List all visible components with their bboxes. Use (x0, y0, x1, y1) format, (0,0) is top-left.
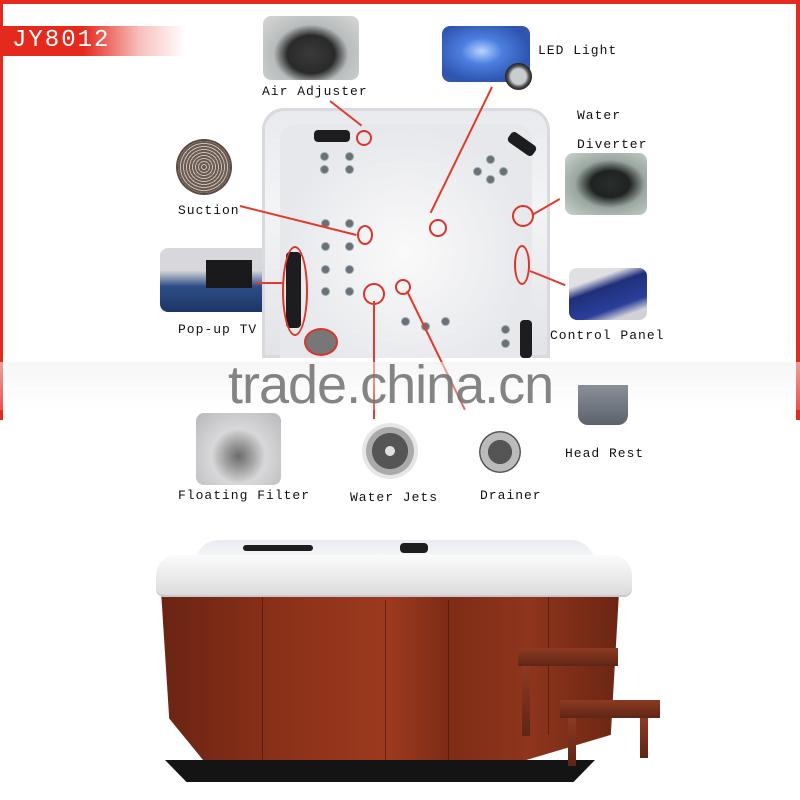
air-adjuster-label: Air Adjuster (262, 84, 368, 99)
jet-dot (346, 166, 353, 173)
led-light-label: LED Light (538, 43, 618, 58)
suction-image (178, 141, 230, 193)
drainer-image (479, 431, 521, 473)
water-jets-image (362, 423, 418, 479)
jet-dot (346, 243, 353, 250)
jet-dot (321, 166, 328, 173)
pillow-icon (314, 130, 350, 142)
control-panel-image (569, 268, 647, 320)
cabinet-seam (385, 600, 386, 775)
jet-dot (346, 153, 353, 160)
highlight-suction (357, 225, 373, 245)
tub-cabinet (160, 575, 620, 780)
arrow-pop-up-tv (255, 282, 283, 284)
floating-filter-image (196, 413, 281, 485)
tub-base (165, 760, 595, 782)
tub-pillow (400, 543, 428, 553)
spa-top-view (262, 108, 550, 358)
right-border (796, 0, 800, 420)
jet-dot (500, 168, 507, 175)
cabinet-seam (448, 600, 449, 770)
pop-up-tv-image (160, 248, 270, 312)
jet-dot (321, 153, 328, 160)
suction-label: Suction (178, 203, 240, 218)
tub-rim (156, 555, 632, 595)
air-adjuster-image (263, 16, 359, 80)
pillow-icon (520, 320, 532, 358)
left-border (0, 0, 3, 420)
water-diverter-image (565, 153, 647, 215)
jet-dot (322, 266, 329, 273)
step-upper (518, 648, 618, 666)
tub-pillow (243, 545, 313, 551)
water-diverter-label-line2: Diverter (577, 137, 648, 152)
jet-dot (322, 220, 329, 227)
highlight-air-adjuster (356, 130, 372, 146)
watermark-band (0, 362, 800, 410)
step-lower (560, 700, 660, 718)
highlight-led (429, 219, 447, 237)
cabinet-seam (262, 595, 263, 765)
drainer-label: Drainer (480, 488, 542, 503)
control-panel-label: Control Panel (550, 328, 665, 343)
highlight-control-panel (514, 245, 530, 285)
pop-up-tv-label: Pop-up TV (178, 322, 258, 337)
head-rest-label: Head Rest (565, 446, 645, 461)
jet-dot (346, 266, 353, 273)
highlight-tv (282, 246, 308, 336)
top-border (0, 0, 800, 4)
jet-dot (402, 318, 409, 325)
step-upper-leg (522, 666, 530, 736)
jet-dot (322, 288, 329, 295)
jet-dot (346, 288, 353, 295)
water-diverter-label-line1: Water (577, 108, 622, 123)
jet-dot (346, 220, 353, 227)
jet-dot (474, 168, 481, 175)
jet-dot (502, 326, 509, 333)
jet-dot (487, 156, 494, 163)
jet-dot (487, 176, 494, 183)
model-code: JY8012 (12, 27, 111, 54)
floating-filter-spot (306, 330, 336, 354)
jet-dot (502, 340, 509, 347)
water-jets-label: Water Jets (350, 490, 439, 505)
step-lower-leg (568, 718, 576, 766)
tv-screen (206, 260, 252, 288)
highlight-diverter (512, 205, 534, 227)
highlight-drainer (395, 279, 411, 295)
led-light-lamp-icon (505, 63, 532, 90)
head-rest-image (578, 385, 628, 425)
jet-dot (442, 318, 449, 325)
step-lower-leg (640, 718, 648, 758)
floating-filter-label: Floating Filter (178, 488, 311, 503)
jet-dot (322, 243, 329, 250)
model-banner: JY8012 (0, 26, 185, 56)
watermark-text: trade.china.cn (228, 355, 554, 415)
